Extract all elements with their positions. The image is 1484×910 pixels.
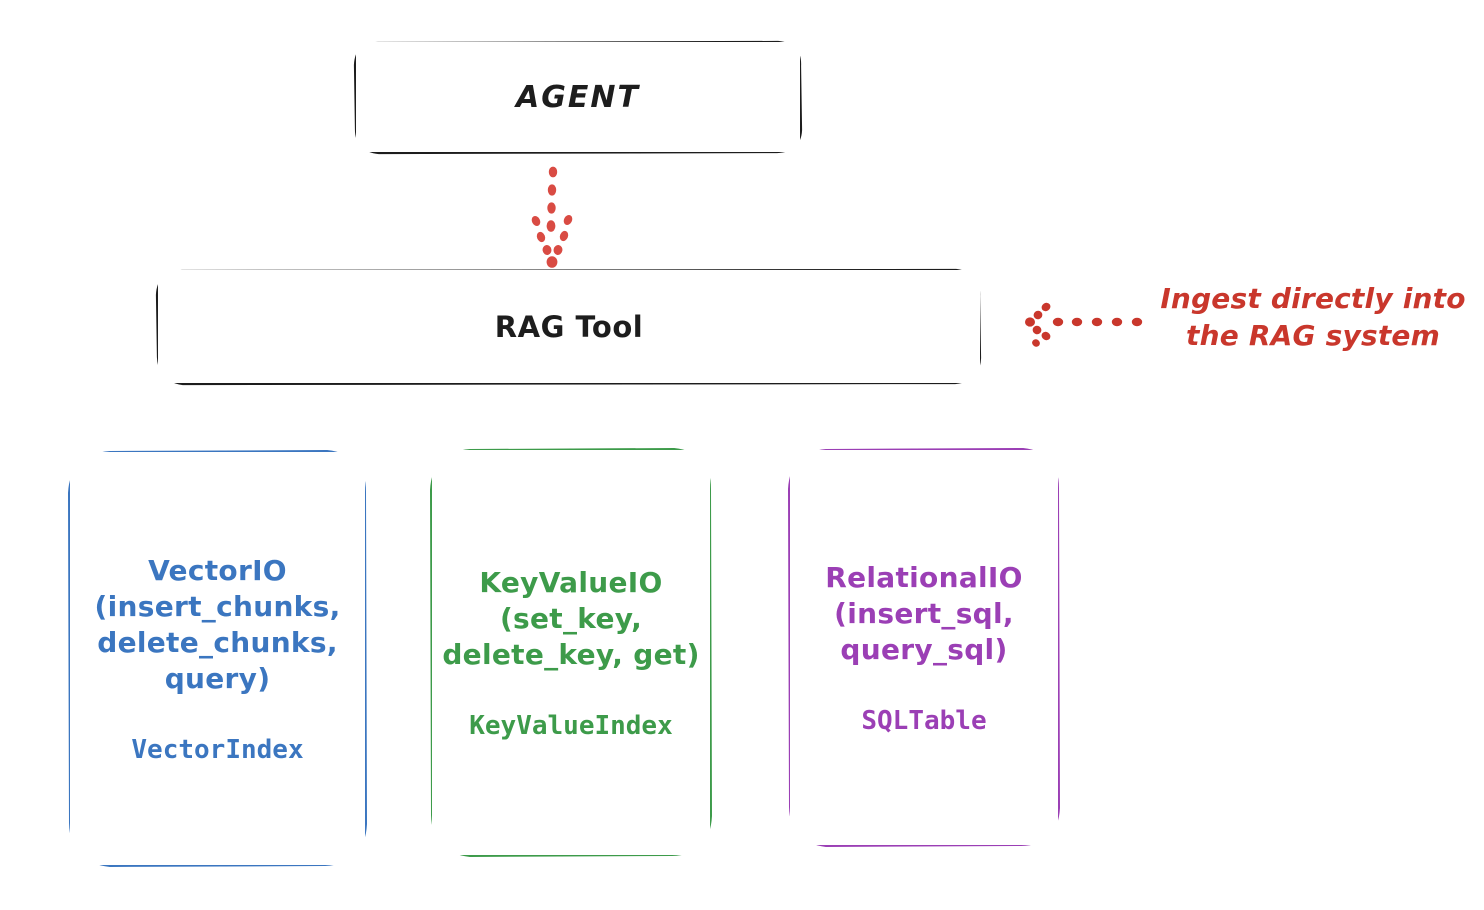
vector-index-label: VectorIndex: [131, 734, 304, 765]
dotted-arrow-left-icon: [1025, 302, 1143, 347]
key-value-io-node[interactable]: KeyValueIO (set_key, delete_key, get) Ke…: [432, 450, 710, 855]
relational-io-api-label: RelationalIO (insert_sql, query_sql): [825, 560, 1023, 666]
vector-io-node[interactable]: VectorIO (insert_chunks, delete_chunks, …: [70, 452, 365, 865]
agent-label: AGENT: [516, 79, 640, 115]
key-value-io-api-label: KeyValueIO (set_key, delete_key, get): [442, 565, 700, 671]
rag-tool-node[interactable]: RAG Tool: [158, 270, 980, 383]
relational-io-node[interactable]: RelationalIO (insert_sql, query_sql) SQL…: [790, 450, 1058, 845]
dotted-arrow-down-icon: [531, 166, 573, 268]
sql-table-label: SQLTable: [861, 705, 987, 736]
vector-io-api-label: VectorIO (insert_chunks, delete_chunks, …: [94, 553, 341, 695]
key-value-index-label: KeyValueIndex: [469, 710, 673, 741]
ingest-annotation-text: Ingest directly into the RAG system: [1160, 282, 1466, 352]
rag-tool-label: RAG Tool: [494, 309, 644, 344]
agent-node[interactable]: AGENT: [356, 42, 800, 152]
